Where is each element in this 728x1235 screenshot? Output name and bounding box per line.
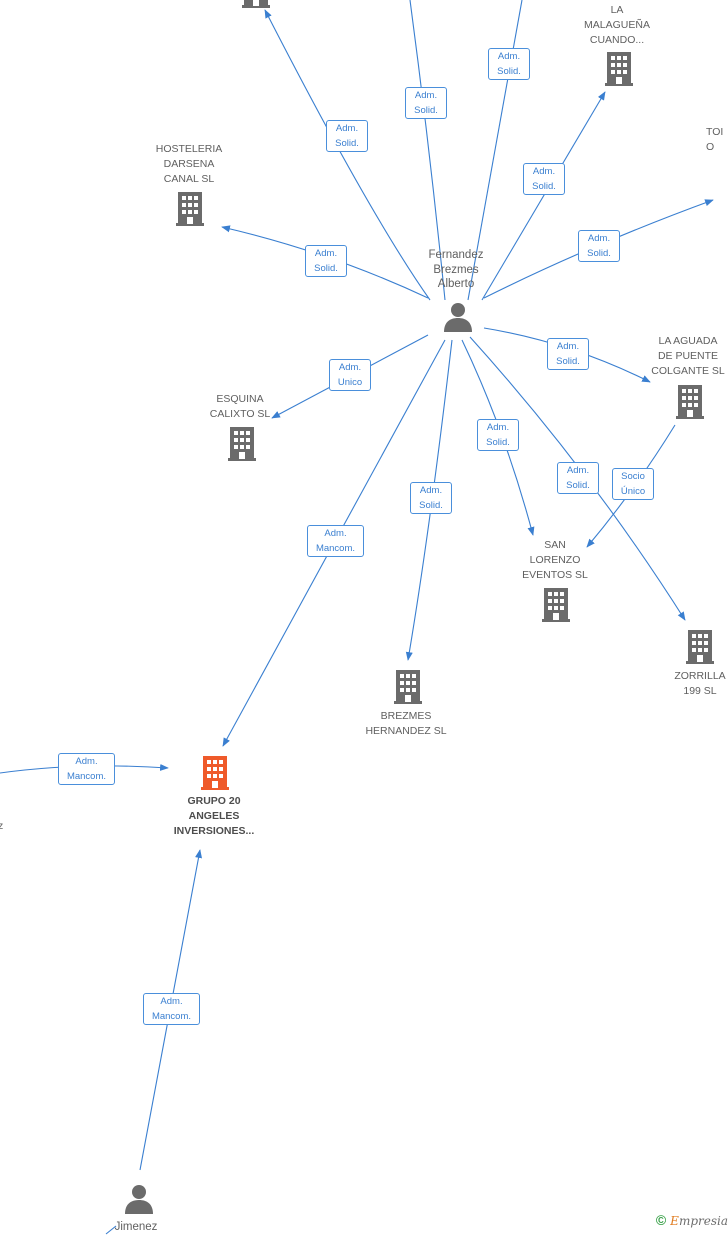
- building-icon-san-lorenzo[interactable]: [542, 588, 570, 622]
- building-icon-hosteleria[interactable]: [176, 192, 204, 226]
- label-brezmes[interactable]: BREZMES HERNANDEZ SL: [365, 710, 447, 737]
- building-icon-zorrilla[interactable]: [686, 630, 714, 664]
- edge-brezmes: [405, 339, 453, 661]
- relation-badge-aguada[interactable]: Adm. Solid.: [547, 338, 589, 370]
- relation-badge-esquina[interactable]: Adm. Unico: [329, 359, 371, 391]
- person-icon-jimenez[interactable]: [125, 1185, 153, 1214]
- building-icon-top-partial[interactable]: [242, 0, 270, 8]
- relation-badge-socio[interactable]: Socio Único: [612, 468, 654, 500]
- relation-badge-malaguena[interactable]: Adm. Solid.: [523, 163, 565, 195]
- relation-badge-grupo-center[interactable]: Adm. Mancom.: [307, 525, 364, 557]
- building-icon-grupo20[interactable]: [201, 756, 229, 790]
- relation-badge-hosteleria[interactable]: Adm. Solid.: [305, 245, 347, 277]
- edge-bottom-stub: [105, 1225, 117, 1235]
- label-la-malaguena[interactable]: LA MALAGUEÑA CUANDO...: [584, 4, 650, 46]
- label-zorrilla[interactable]: ZORRILLA 199 SL: [674, 670, 726, 697]
- label-san-lorenzo[interactable]: SAN LORENZO EVENTOS SL: [522, 539, 588, 581]
- label-esquina[interactable]: ESQUINA CALIXTO SL: [209, 393, 271, 420]
- label-left-partial[interactable]: z: [0, 820, 4, 832]
- building-icon-esquina[interactable]: [228, 427, 256, 461]
- copyright-icon: ©: [655, 1212, 667, 1228]
- person-icon-fernandez[interactable]: [444, 303, 472, 332]
- label-fernandez[interactable]: Fernandez Brezmes Alberto: [428, 249, 484, 290]
- relation-badge-brezmes[interactable]: Adm. Solid.: [410, 482, 452, 514]
- relation-badge-top-left[interactable]: Adm. Solid.: [326, 120, 368, 152]
- edge-top-right: [467, 0, 523, 301]
- relation-badge-sanlorenzo[interactable]: Adm. Solid.: [477, 419, 519, 451]
- label-grupo20[interactable]: GRUPO 20 ANGELES INVERSIONES...: [173, 795, 255, 837]
- building-icon-la-malaguena[interactable]: [605, 52, 633, 86]
- edge-top-left: [264, 9, 431, 301]
- label-tor-partial[interactable]: TOI O: [706, 126, 724, 153]
- relation-badge-top-mid[interactable]: Adm. Solid.: [405, 87, 447, 119]
- label-la-aguada[interactable]: LA AGUADA DE PUENTE COLGANTE SL: [651, 335, 725, 377]
- relation-badge-grupo-bottom[interactable]: Adm. Mancom.: [143, 993, 200, 1025]
- brand-name: mpresia: [678, 1214, 728, 1228]
- empresia-watermark: ©Empresia: [656, 1212, 728, 1234]
- label-hosteleria[interactable]: HOSTELERIA DARSENA CANAL SL: [155, 143, 223, 185]
- building-icon-brezmes[interactable]: [394, 670, 422, 704]
- relation-badge-grupo-left[interactable]: Adm. Mancom.: [58, 753, 115, 785]
- relation-badge-zorrilla[interactable]: Adm. Solid.: [557, 462, 599, 494]
- edge-malaguena: [481, 91, 606, 301]
- label-jimenez[interactable]: Jimenez: [114, 1221, 158, 1233]
- relation-badge-top-right[interactable]: Adm. Solid.: [488, 48, 530, 80]
- brand-initial: E: [670, 1214, 679, 1228]
- edge-top-mid: [409, 0, 446, 301]
- building-icon-la-aguada[interactable]: [676, 385, 704, 419]
- relation-badge-tor[interactable]: Adm. Solid.: [578, 230, 620, 262]
